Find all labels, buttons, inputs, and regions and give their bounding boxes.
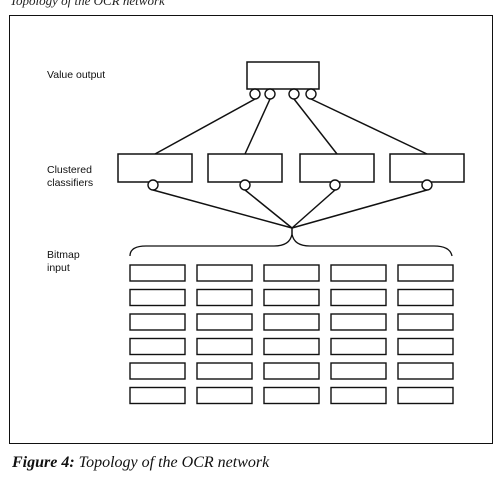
bitmap-cell: [330, 337, 387, 356]
output-classifier-line: [293, 98, 338, 155]
value-output-box: [246, 61, 320, 90]
bitmap-cell: [263, 264, 320, 282]
output-node: [305, 88, 317, 100]
classifier-box: [117, 153, 193, 183]
bitmap-cell: [330, 264, 387, 282]
bitmap-cell: [263, 288, 320, 307]
bitmap-label-line1: Bitmap: [47, 249, 80, 261]
output-classifier-line: [154, 98, 256, 155]
bitmap-cell: [196, 386, 253, 405]
bitmap-brace: [129, 233, 453, 257]
clustered-classifiers-label: Clustered classifiers: [47, 164, 93, 190]
classifier-box: [207, 153, 283, 183]
bitmap-cell: [263, 313, 320, 331]
output-node: [288, 88, 300, 100]
bitmap-cell: [397, 337, 454, 356]
bitmap-grid: [129, 264, 454, 405]
classifier-node: [329, 179, 341, 191]
classifier-box: [389, 153, 465, 183]
value-output-nodes: [249, 88, 317, 100]
connection-lines: [152, 98, 428, 234]
figure-frame: [9, 15, 493, 444]
output-classifier-line: [244, 98, 271, 155]
bitmap-input-label: Bitmap input: [47, 249, 80, 275]
value-output-label: Value output: [47, 69, 106, 81]
classifier-hub-line: [291, 189, 428, 229]
classifier-node: [239, 179, 251, 191]
classifier-hub-line: [291, 189, 336, 229]
bitmap-cell: [330, 288, 387, 307]
classifier-hub-line: [152, 189, 293, 229]
classifier-node: [421, 179, 433, 191]
bitmap-cell: [129, 386, 186, 405]
bitmap-cell: [397, 288, 454, 307]
bitmap-label-line2: input: [47, 262, 70, 274]
bitmap-cell: [196, 313, 253, 331]
bitmap-cell: [263, 337, 320, 356]
bitmap-cell: [196, 264, 253, 282]
bitmap-cell: [330, 313, 387, 331]
bitmap-cell: [129, 288, 186, 307]
bitmap-cell: [397, 313, 454, 331]
caption-text: Topology of the OCR network: [78, 454, 270, 471]
bitmap-cell: [129, 362, 186, 380]
classifier-box: [299, 153, 375, 183]
bitmap-cell: [330, 386, 387, 405]
bitmap-cell: [263, 362, 320, 380]
output-classifier-line: [310, 98, 428, 155]
output-node: [249, 88, 261, 100]
bitmap-cell: [129, 264, 186, 282]
caption-label: Figure 4:: [12, 454, 75, 471]
cropped-header-text: Topology of the OCR network: [10, 0, 165, 8]
classifier-boxes: [117, 153, 465, 191]
clustered-label-line2: classifiers: [47, 177, 94, 189]
bitmap-cell: [397, 264, 454, 282]
output-node: [264, 88, 276, 100]
bitmap-cell: [129, 337, 186, 356]
classifier-hub-line: [244, 189, 293, 229]
bitmap-cell: [397, 386, 454, 405]
bitmap-cell: [196, 337, 253, 356]
bitmap-cell: [129, 313, 186, 331]
bitmap-cell: [330, 362, 387, 380]
bitmap-cell: [263, 386, 320, 405]
classifier-node: [147, 179, 159, 191]
figure-caption: Figure 4: Topology of the OCR network: [12, 454, 269, 472]
bitmap-cell: [196, 362, 253, 380]
clustered-label-line1: Clustered: [47, 164, 92, 176]
bitmap-cell: [397, 362, 454, 380]
bitmap-cell: [196, 288, 253, 307]
